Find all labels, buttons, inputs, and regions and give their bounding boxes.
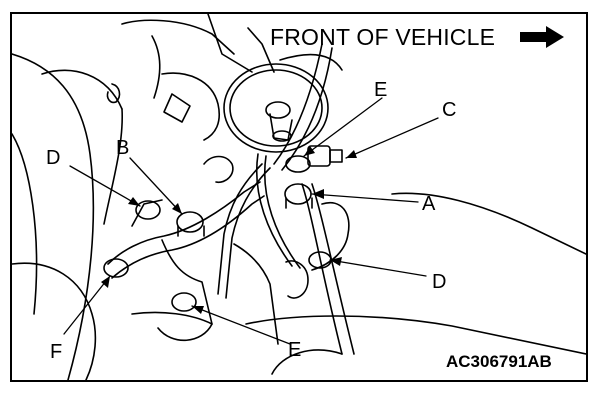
leader-arrowheads xyxy=(101,146,357,314)
callout-e-bottom: E xyxy=(288,339,302,361)
callout-f: F xyxy=(50,341,63,363)
leader-line-d-right xyxy=(329,259,427,277)
leader-line-f xyxy=(63,275,111,335)
connector xyxy=(285,145,343,173)
reservoir-cap xyxy=(223,63,329,153)
right-arrow-icon xyxy=(520,26,564,48)
callout-d-left: D xyxy=(46,147,61,169)
callout-b: B xyxy=(116,137,130,159)
leader-line-a xyxy=(311,193,419,203)
mount-body xyxy=(131,192,586,375)
leader-line-e-bottom xyxy=(191,305,291,345)
leader-line-c xyxy=(345,117,439,159)
callout-e-top: E xyxy=(374,79,388,101)
figure-code: AC306791AB xyxy=(446,352,552,371)
diagram-frame: FRONT OF VEHICLE E C D B A D F E AC30679… xyxy=(10,12,588,382)
leader-line-d-left xyxy=(69,165,141,207)
front-of-vehicle-label: FRONT OF VEHICLE xyxy=(270,24,496,50)
engine-mount-illustration xyxy=(12,14,586,380)
callout-c: C xyxy=(442,99,457,121)
engine-upper xyxy=(106,14,343,141)
leader-line-e-top xyxy=(303,97,383,157)
wiring-harness xyxy=(217,43,355,355)
leader-lines xyxy=(63,97,439,345)
mount-bracket xyxy=(107,155,265,279)
body-panel xyxy=(12,53,124,380)
callout-a: A xyxy=(422,193,436,215)
leader-line-b xyxy=(129,157,183,215)
callout-d-right: D xyxy=(432,271,447,293)
